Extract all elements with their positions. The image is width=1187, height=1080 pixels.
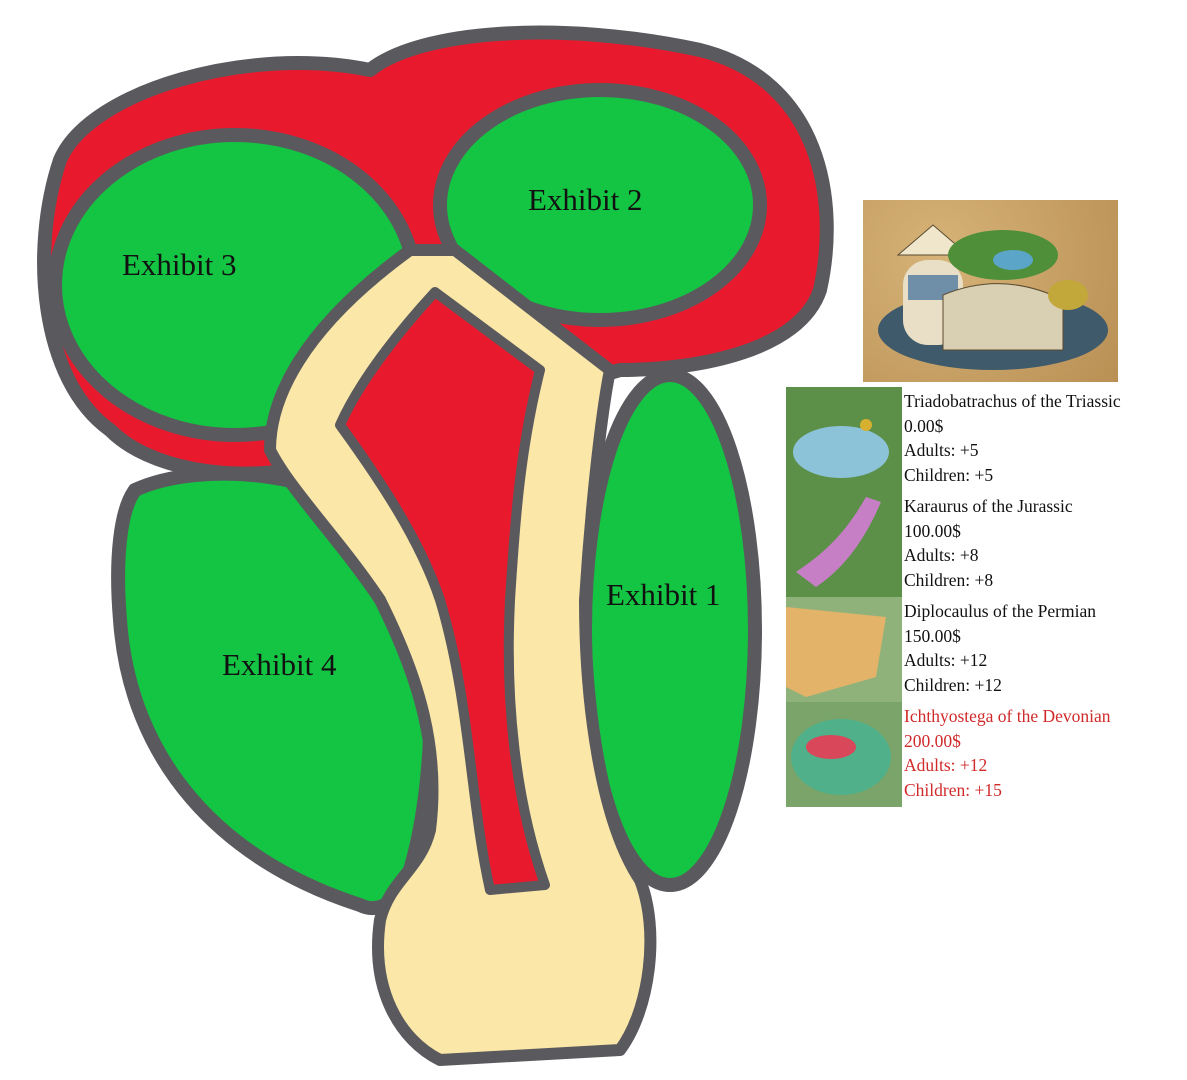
restricted-area-inner (335, 287, 550, 895)
animal-price: 200.00$ (904, 730, 961, 751)
animal-adults: Adults: +12 (904, 755, 988, 775)
animal-adults: Adults: +5 (904, 440, 979, 460)
exhibit-3-label: Exhibit 3 (122, 247, 237, 282)
exhibit-4-label: Exhibit 4 (222, 647, 337, 682)
animal-children: Children: +15 (904, 779, 1002, 800)
aquarium-building-icon (863, 200, 1118, 382)
animal-entry-ichthyostega[interactable]: Ichthyostega of the Devonian 200.00$ Adu… (786, 702, 1186, 807)
animal-adults: Adults: +12 (904, 650, 988, 670)
orange-diplocaulus-thumbnail (786, 597, 902, 702)
animal-entry-karaurus[interactable]: Karaurus of the Jurassic 100.00$ Adults:… (786, 492, 1186, 597)
animal-name: Diplocaulus of the Permian (904, 601, 1096, 621)
animal-price: 150.00$ (904, 625, 961, 646)
exhibit-2-area[interactable] (433, 83, 767, 327)
zoo-layout-map: Exhibit 2 Exhibit 3 Exhibit 1 Exhibit 4 (37, 25, 834, 1066)
animal-list-panel: Triadobatrachus of the Triassic 0.00$ Ad… (786, 387, 1186, 807)
animal-price: 0.00$ (904, 415, 944, 436)
animal-children: Children: +5 (904, 464, 994, 485)
animal-name: Triadobatrachus of the Triassic (904, 391, 1121, 411)
blue-frog-thumbnail (786, 387, 902, 492)
animal-name: Ichthyostega of the Devonian (904, 706, 1111, 726)
green-ichthyostega-thumbnail (786, 702, 902, 807)
exhibit-2-label: Exhibit 2 (528, 182, 643, 217)
animal-price: 100.00$ (904, 520, 961, 541)
animal-entry-diplocaulus[interactable]: Diplocaulus of the Permian 150.00$ Adult… (786, 597, 1186, 702)
animal-adults: Adults: +8 (904, 545, 979, 565)
exhibit-1-label: Exhibit 1 (606, 577, 721, 612)
pink-salamander-thumbnail (786, 492, 902, 597)
animal-children: Children: +8 (904, 569, 994, 590)
animal-children: Children: +12 (904, 674, 1002, 695)
animal-name: Karaurus of the Jurassic (904, 496, 1073, 516)
animal-entry-triadobatrachus[interactable]: Triadobatrachus of the Triassic 0.00$ Ad… (786, 387, 1186, 492)
